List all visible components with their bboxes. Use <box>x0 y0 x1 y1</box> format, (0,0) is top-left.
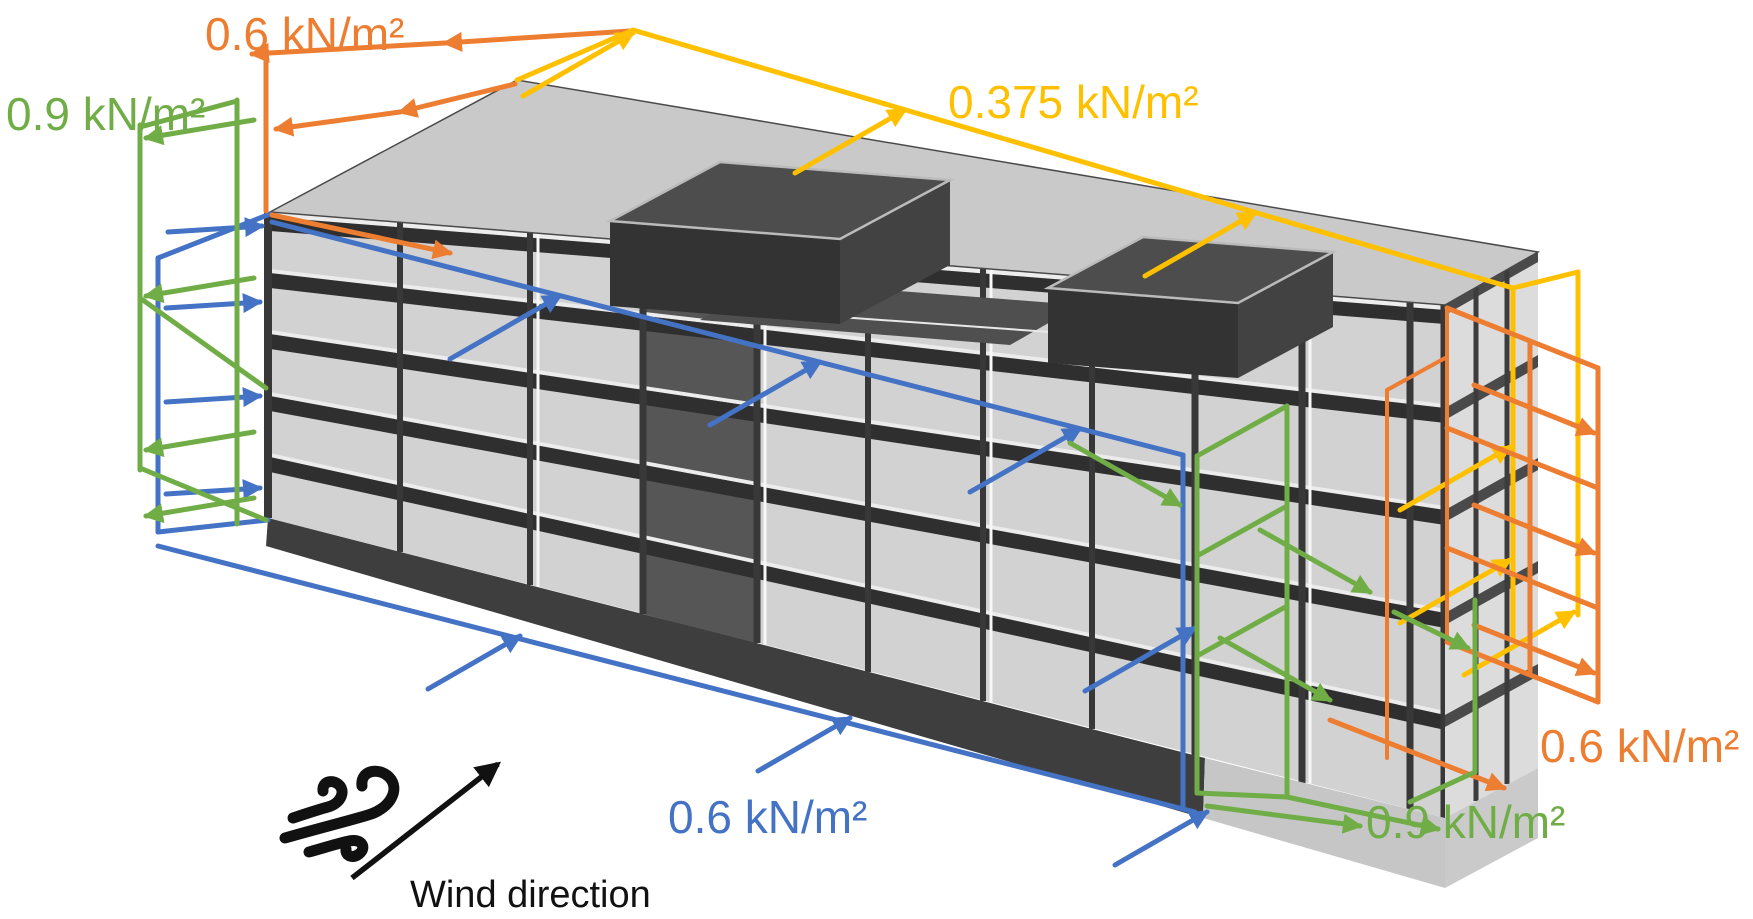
suction-arrow <box>1391 609 1471 651</box>
wind-gust-icon <box>279 765 400 862</box>
load-frame-chord <box>1444 639 1601 705</box>
load-frame-edge <box>155 517 271 535</box>
load-frame-chord <box>1444 425 1601 491</box>
right-side-suction-frame <box>1067 403 1478 836</box>
label-left-side-suction: 0.9 kN/m² <box>6 88 205 140</box>
suction-arrow <box>1471 382 1597 436</box>
roof-windward-strip-frame <box>249 28 633 260</box>
label-roof-windward-strip: 0.6 kN/m² <box>205 8 404 60</box>
pressure-arrow <box>163 479 263 500</box>
slab-edge <box>270 330 1445 510</box>
suction-arrow <box>1397 444 1513 513</box>
suction-arrow <box>1471 502 1597 556</box>
load-frame-chord <box>137 295 269 391</box>
slab-edge <box>270 453 1445 715</box>
roof-suction-frame <box>514 27 1581 678</box>
floor-beam <box>270 334 1445 525</box>
suction-arrow <box>143 495 257 524</box>
suction-arrow <box>792 107 908 176</box>
load-frame-chord <box>137 98 240 130</box>
end-base <box>1445 768 1538 888</box>
suction-arrow <box>397 81 518 118</box>
floor-beam <box>270 396 1445 628</box>
suction-arrow <box>1257 527 1373 595</box>
suction-arrow <box>1142 210 1258 279</box>
suction-arrow <box>1471 622 1597 676</box>
suction-arrow <box>273 109 403 137</box>
left-side-suction-frame <box>137 97 269 527</box>
label-leeward-wall: 0.6 kN/m² <box>1540 720 1739 772</box>
pressure-arrow <box>425 633 523 692</box>
suction-arrow <box>143 429 257 458</box>
wind-direction-group: Wind direction <box>279 761 651 916</box>
label-right-side-suction: 0.9 kN/m² <box>1366 796 1565 848</box>
wind-direction-label: Wind direction <box>410 874 651 916</box>
suction-arrow <box>1327 717 1507 792</box>
label-roof-suction: 0.375 kN/m² <box>948 76 1199 128</box>
load-frame-chord <box>630 27 1516 291</box>
load-frame-chord <box>1407 769 1478 805</box>
load-frame-chord <box>1194 503 1290 559</box>
load-frame-chord <box>269 219 1186 458</box>
suction-arrow <box>520 30 636 99</box>
pressure-arrow <box>755 715 853 774</box>
suction-arrow <box>249 40 448 64</box>
base-plinth-dark <box>266 518 1205 818</box>
windward-facade-load-frame <box>155 211 1210 868</box>
load-frame-chord <box>137 465 269 523</box>
load-frame-chord <box>155 543 1198 815</box>
load-frame-chord <box>1444 545 1601 611</box>
pressure-arrow <box>967 426 1083 495</box>
load-frame-chord <box>1194 403 1290 459</box>
suction-arrow <box>1284 794 1441 836</box>
load-frame-chord <box>1194 603 1290 659</box>
pressure-arrow <box>1112 809 1210 868</box>
load-frame-chord <box>1194 790 1290 800</box>
load-frame-chord <box>1385 355 1449 392</box>
building-model <box>264 79 1541 888</box>
pressure-arrow <box>163 293 263 314</box>
zone-boundary-arrow <box>269 212 453 260</box>
penthouse-2 <box>1043 235 1338 378</box>
pressure-arrow <box>1082 625 1198 694</box>
slab-edge <box>270 269 1445 408</box>
wind-direction-arrow <box>350 761 501 881</box>
suction-arrow <box>143 275 257 304</box>
load-frame-edge <box>1510 269 1581 291</box>
label-windward-wall: 0.6 kN/m² <box>668 791 867 843</box>
suction-arrow <box>143 117 257 146</box>
suction-arrow <box>442 28 633 52</box>
suction-arrow <box>1204 803 1363 834</box>
penthouse-1 <box>605 160 955 324</box>
pressure-arrow <box>163 387 263 408</box>
floor-beam <box>270 457 1445 730</box>
suction-arrow <box>1217 635 1333 703</box>
load-frame-chord <box>1444 305 1601 371</box>
pressure-arrow <box>447 293 563 362</box>
suction-arrow <box>1067 440 1183 508</box>
pressure-arrow <box>707 359 823 428</box>
slab-edge <box>270 392 1445 613</box>
end-floor-beam <box>1445 664 1538 727</box>
floor-beam <box>270 273 1445 423</box>
leeward-face-suction-frame <box>1327 305 1601 792</box>
pressure-arrow <box>165 217 265 238</box>
suction-arrow <box>1397 557 1513 626</box>
